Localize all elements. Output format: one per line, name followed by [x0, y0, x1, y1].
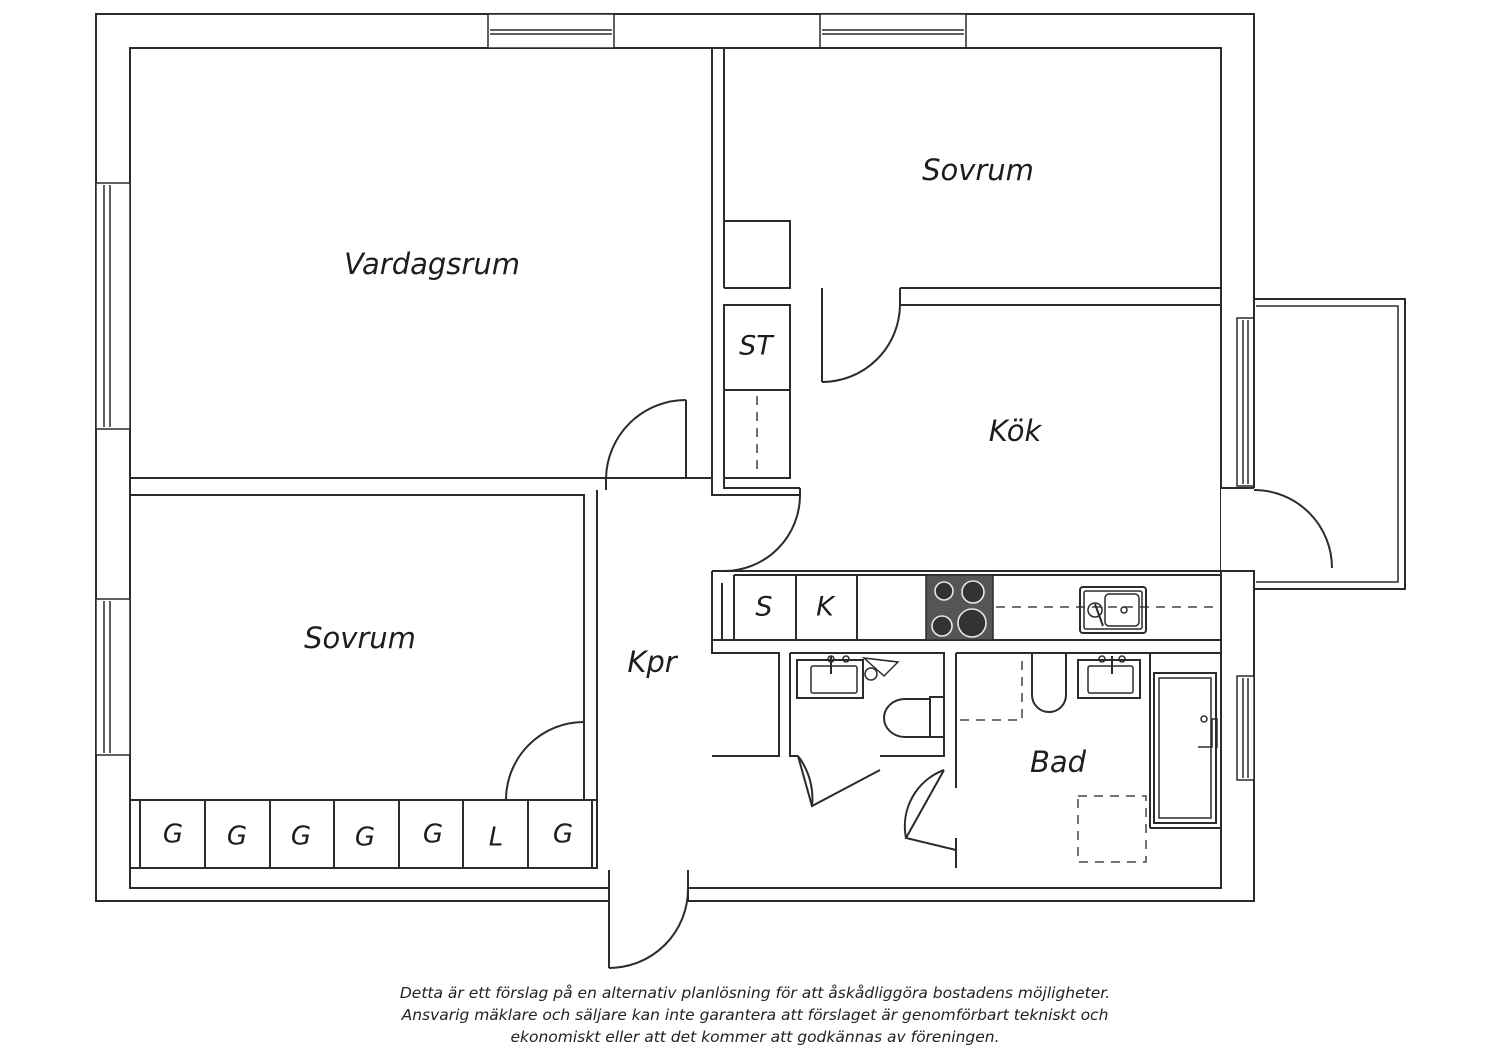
kitchen-sink	[1079, 586, 1147, 634]
closet-label: G	[163, 820, 183, 850]
closet-label: G	[355, 823, 375, 853]
kitchen-counter	[733, 574, 1221, 641]
disclaimer-line: ekonomiskt eller att det kommer att godk…	[510, 1028, 1000, 1046]
closet-row	[130, 799, 598, 869]
closet-label: G	[227, 822, 247, 852]
closet-label: G	[291, 822, 311, 852]
kitchen-unit-s: S	[755, 592, 772, 623]
room-label-kpr: Kpr	[627, 645, 678, 679]
window-right-kitchen	[1236, 317, 1255, 487]
bath-fixtures	[960, 653, 1221, 863]
disclaimer-line: Detta är ett förslag på en alternativ pl…	[399, 984, 1111, 1002]
closet-label: G	[553, 820, 573, 850]
disclaimer: Detta är ett förslag på en alternativ pl…	[250, 982, 1260, 1048]
floor-plan: Vardagsrum Sovrum Sovrum Kök Kpr Bad ST …	[95, 13, 1406, 969]
window-right-bath	[1236, 675, 1255, 781]
room-label-sovrum-top: Sovrum	[922, 153, 1034, 187]
closet-label: L	[489, 823, 504, 853]
window-left-upper	[95, 182, 131, 430]
closet-label: G	[423, 820, 443, 850]
kitchen-unit-k: K	[816, 592, 836, 623]
room-label-vardagsrum: Vardagsrum	[344, 247, 520, 281]
balcony	[1221, 298, 1406, 590]
door-swings	[505, 304, 957, 969]
room-label-st: ST	[739, 331, 775, 362]
disclaimer-line: Ansvarig mäklare och säljare kan inte ga…	[401, 1006, 1109, 1024]
room-label-sovrum-left: Sovrum	[304, 621, 416, 655]
wc-fixtures	[796, 655, 945, 738]
window-top-left	[487, 13, 615, 49]
window-top-right	[819, 13, 967, 49]
room-label-kok: Kök	[989, 414, 1043, 448]
room-label-bad: Bad	[1030, 745, 1087, 779]
window-left-lower	[95, 598, 131, 756]
